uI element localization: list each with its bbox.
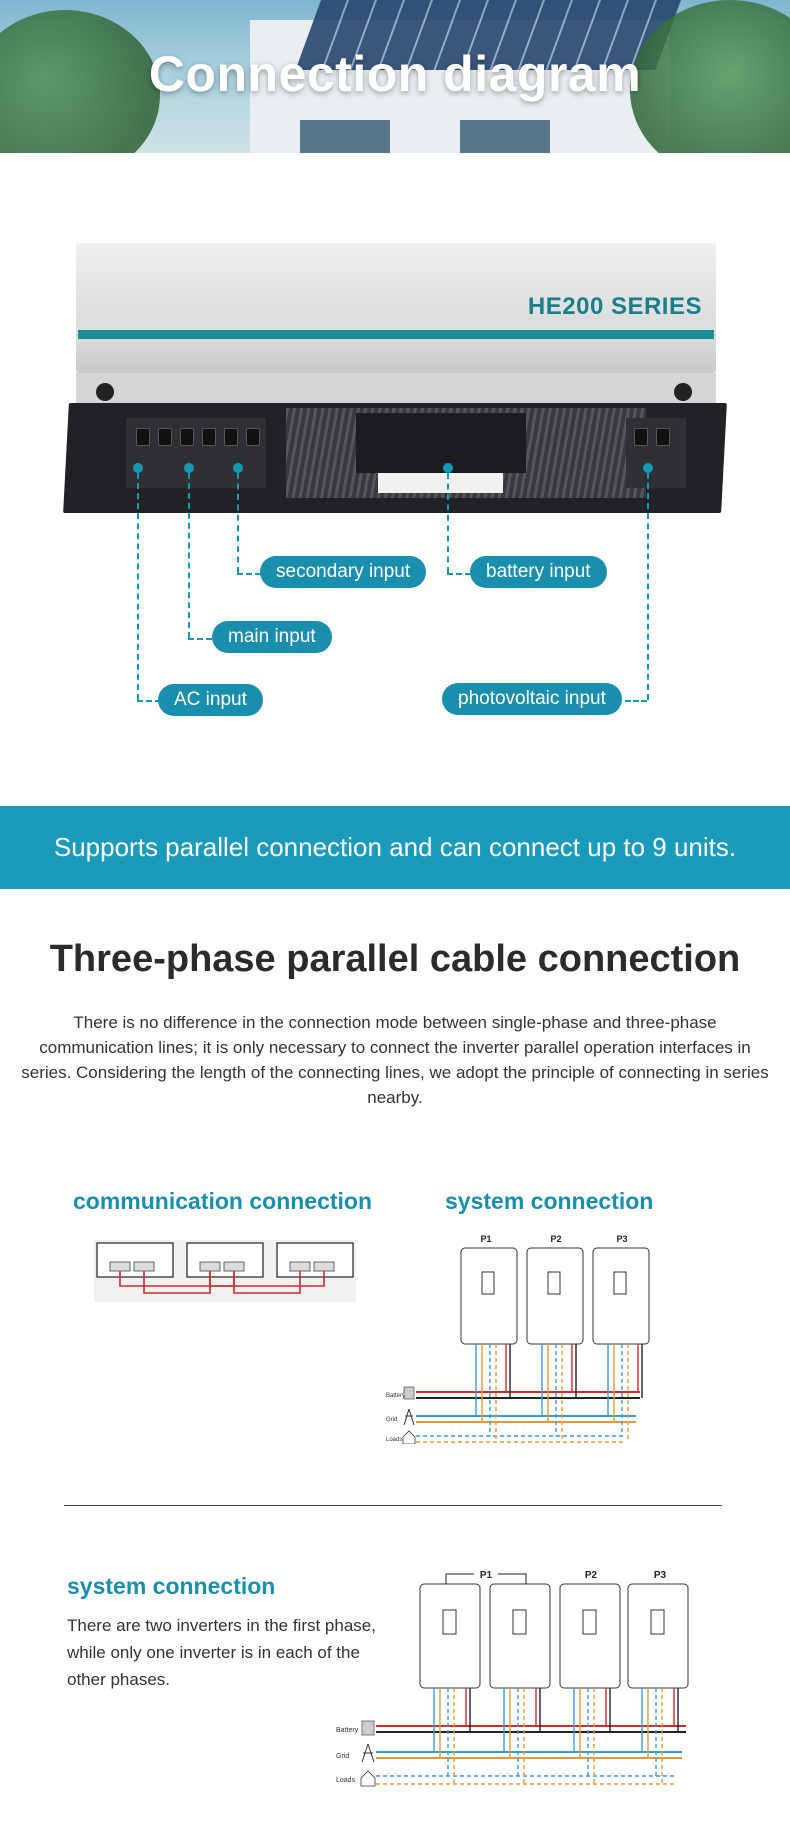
- pv-terminal-block: [626, 418, 686, 488]
- battery-icon: [403, 1386, 415, 1400]
- terminal-icon: [224, 428, 238, 446]
- inverter-display: [613, 1271, 627, 1295]
- comm-port: [223, 1261, 245, 1272]
- terminal-icon: [634, 428, 648, 446]
- comm-unit-1: [96, 1242, 174, 1278]
- system-connection-diagram: P1 P2 P3 Battery Grid Loads: [386, 1234, 650, 1444]
- terminal-icon: [246, 428, 260, 446]
- main-input-label: main input: [212, 621, 332, 653]
- inverter-p3: [592, 1247, 650, 1345]
- window-image: [300, 120, 390, 153]
- terminal-icon: [656, 428, 670, 446]
- comm-connection-title: communication connection: [73, 1188, 373, 1214]
- pv-input-dot: [643, 463, 653, 473]
- row-label-grid: Grid: [336, 1753, 349, 1760]
- secondary-input-dot: [233, 463, 243, 473]
- pv-input-leader: [647, 473, 649, 700]
- ac-input-label: AC input: [158, 684, 263, 716]
- inverter-p2: [526, 1247, 584, 1345]
- comm-port: [313, 1261, 335, 1272]
- comm-port: [109, 1261, 131, 1272]
- row-label-battery: Battery: [336, 1727, 359, 1734]
- ac-terminal-block: [126, 418, 266, 488]
- main-input-leader-h: [188, 638, 212, 640]
- house-icon: [360, 1770, 376, 1787]
- parallel-support-banner: Supports parallel connection and can con…: [0, 806, 790, 889]
- comm-port: [199, 1261, 221, 1272]
- comm-unit-2: [186, 1242, 264, 1278]
- secondary-input-leader-h: [237, 573, 261, 575]
- unit-label-p2: P2: [585, 1570, 598, 1581]
- page-title: Connection diagram: [148, 46, 642, 102]
- comm-cable: [209, 1271, 325, 1287]
- pv-input-leader-h: [625, 700, 647, 702]
- screw-icon: [674, 383, 692, 401]
- main-input-leader: [188, 473, 190, 638]
- grid-tower-icon: [361, 1743, 375, 1763]
- row-label-battery: Battery: [386, 1393, 405, 1399]
- section-title: Three-phase parallel cable connection: [49, 938, 741, 980]
- unit-label-p3: P3: [616, 1234, 627, 1244]
- pv-input-label: photovoltaic input: [442, 683, 622, 715]
- terminal-icon: [202, 428, 216, 446]
- inverter-display: [512, 1609, 527, 1635]
- sys-connection-title: system connection: [445, 1188, 654, 1214]
- inverter-battery-terminal: [356, 413, 526, 473]
- bottom-note: There are two inverters in the first pha…: [67, 1616, 376, 1689]
- secondary-input-leader: [237, 473, 239, 573]
- house-icon: [402, 1430, 416, 1444]
- section-paragraph: There is no difference in the connection…: [21, 1013, 769, 1107]
- inverter-ledge: [76, 373, 716, 403]
- inverter-display: [442, 1609, 457, 1635]
- p1-bracket: [445, 1573, 527, 1584]
- row-label-loads: Loads: [386, 1437, 402, 1443]
- grid-tower-icon: [403, 1408, 415, 1426]
- inverter-p3: [627, 1583, 689, 1689]
- row-label-grid: Grid: [386, 1417, 397, 1423]
- inverter-top-cover: [76, 243, 716, 373]
- inverter-brand: HE200 SERIES: [527, 293, 702, 320]
- unit-label-p1: P1: [480, 1570, 493, 1581]
- inverter-display: [650, 1609, 665, 1635]
- secondary-input-label: secondary input: [260, 556, 427, 588]
- main-input-dot: [184, 463, 194, 473]
- comm-port: [289, 1261, 311, 1272]
- inverter-label-plate: [378, 473, 503, 493]
- screw-icon: [96, 383, 114, 401]
- inverter-stripe: [78, 330, 714, 339]
- comm-unit-3: [276, 1242, 354, 1278]
- inverter-display: [547, 1271, 561, 1295]
- unit-label-p3: P3: [654, 1570, 667, 1581]
- comm-port: [133, 1261, 155, 1272]
- row-label-loads: Loads: [336, 1777, 356, 1784]
- battery-input-label: battery input: [470, 556, 607, 588]
- inverter-display: [582, 1609, 597, 1635]
- inverter-image: HE200 SERIES: [63, 243, 727, 528]
- battery-input-dot: [443, 463, 453, 473]
- unit-label-p1: P1: [480, 1234, 491, 1244]
- ac-input-leader: [137, 473, 139, 700]
- inverter-p1-b: [489, 1583, 551, 1689]
- terminal-icon: [136, 428, 150, 446]
- bottom-sys-connection-title: system connection: [67, 1573, 276, 1599]
- unit-label-p2: P2: [550, 1234, 561, 1244]
- inverter-p1-a: [419, 1583, 481, 1689]
- ac-input-leader-h: [137, 700, 161, 702]
- communication-connection-diagram: [94, 1240, 356, 1302]
- battery-input-leader: [447, 473, 449, 573]
- inverter-p2: [559, 1583, 621, 1689]
- inverter-display: [481, 1271, 495, 1295]
- battery-input-leader-h: [447, 573, 471, 575]
- section-divider: [64, 1505, 722, 1506]
- comm-cable: [233, 1271, 301, 1294]
- ac-input-dot: [133, 463, 143, 473]
- battery-icon: [361, 1720, 375, 1736]
- window-image: [460, 120, 550, 153]
- system-connection-diagram-2: P1 P2 P3 Battery Grid: [336, 1570, 689, 1787]
- terminal-icon: [158, 428, 172, 446]
- hero-banner: Connection diagram: [0, 0, 790, 153]
- terminal-icon: [180, 428, 194, 446]
- inverter-p1: [460, 1247, 518, 1345]
